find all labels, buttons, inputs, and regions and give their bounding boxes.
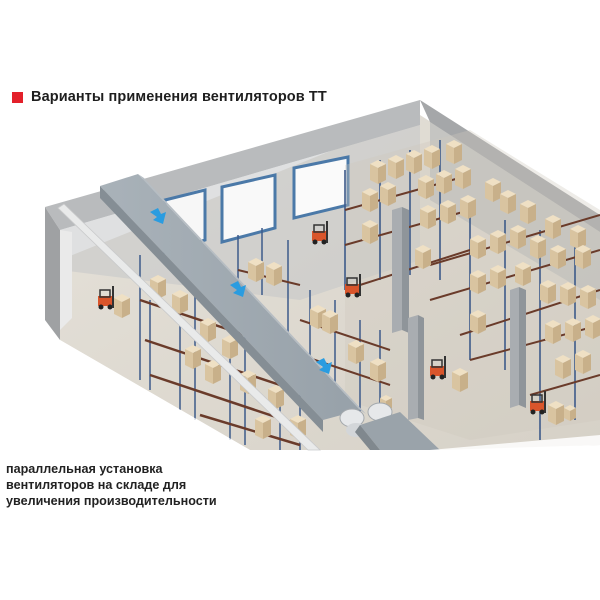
arrow-icon [316,358,332,374]
arrow-icon [150,208,166,224]
heading-title: Варианты применения вентиляторов ТТ [31,89,327,105]
storage-racks-middle [237,228,392,430]
caption-line: увеличения производительности [6,494,217,508]
support-columns [392,207,526,420]
arrow-icon [230,281,246,297]
right-wall [420,100,600,232]
illustration-caption: параллельная установка вентиляторов на с… [6,461,217,509]
caption-line: параллельная установка [6,462,163,476]
red-square-bullet-icon [12,91,23,103]
caption-line: вентиляторов на складе для [6,478,187,492]
front-beam [57,203,321,451]
left-wall [45,207,60,340]
ventilation-duct [100,174,440,450]
section-heading: Варианты применения вентиляторов ТТ [12,89,327,105]
storage-racks-right [344,130,600,440]
airflow-arrows [150,208,332,374]
